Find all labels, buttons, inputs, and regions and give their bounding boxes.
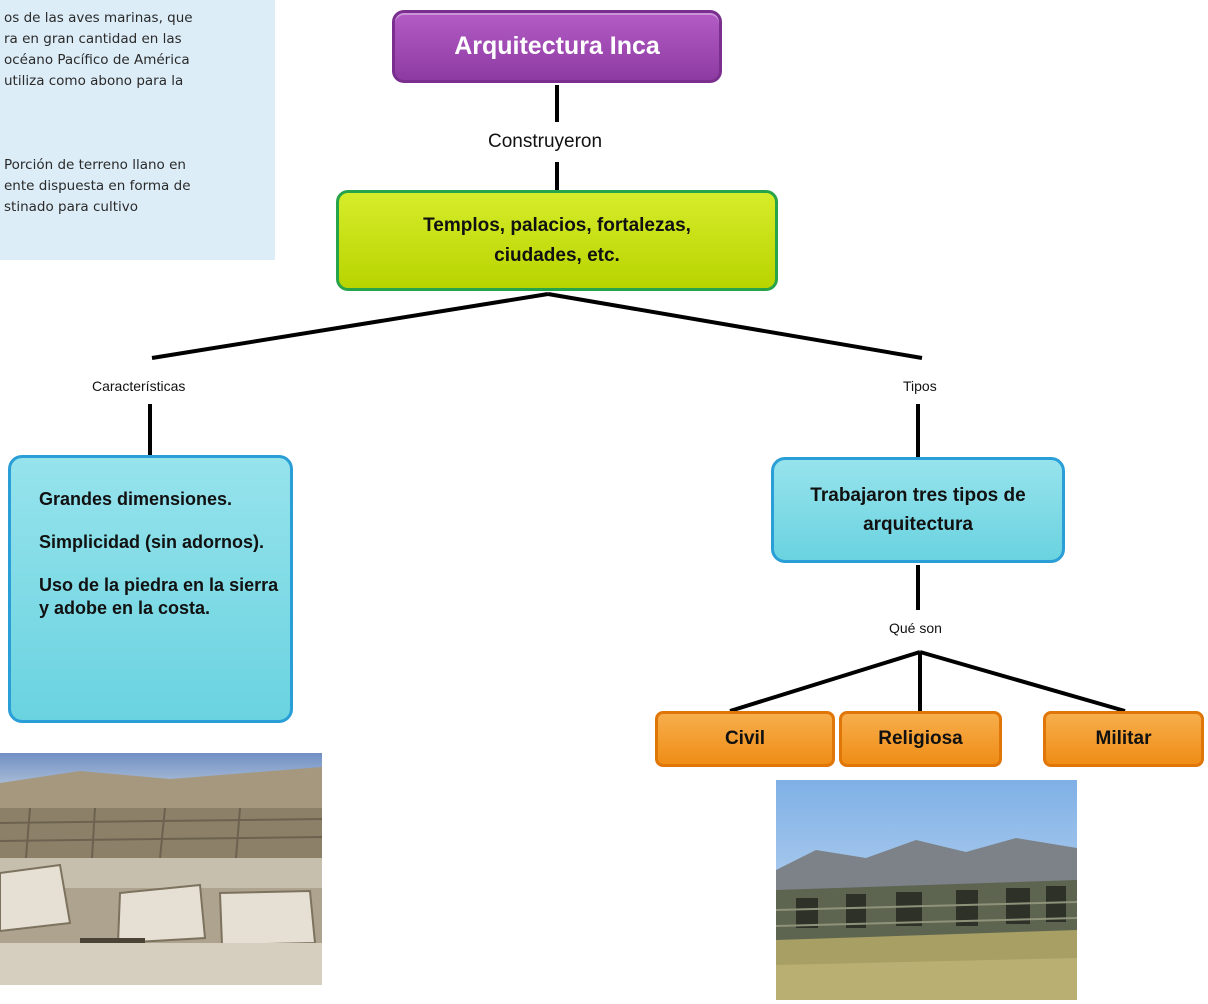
type-militar-box: Militar	[1043, 711, 1204, 767]
definition-line: os de las aves marinas, que	[4, 10, 193, 26]
guano-definition: os de las aves marinas, que ra en gran c…	[4, 8, 193, 92]
sacsayhuaman-photo	[776, 780, 1077, 1000]
connector-militar	[919, 650, 1126, 713]
connector-branch-left	[151, 292, 549, 360]
diagram-title: Arquitectura Inca	[392, 10, 722, 83]
que-son-label: Qué son	[889, 620, 942, 636]
characteristic-item: Grandes dimensiones.	[39, 489, 233, 509]
definition-line: océano Pacífico de América	[4, 52, 190, 68]
type-religiosa-box: Religiosa	[839, 711, 1002, 767]
definition-line: stinado para cultivo	[4, 199, 139, 215]
tipos-label: Tipos	[903, 378, 937, 394]
connector-branch-right	[547, 292, 923, 360]
type-civil-box: Civil	[655, 711, 835, 767]
definitions-panel: os de las aves marinas, que ra en gran c…	[0, 0, 275, 260]
definition-line: Porción de terreno llano en	[4, 157, 186, 173]
inca-stonework-photo	[0, 753, 322, 985]
connector-civil	[729, 650, 921, 713]
construyeron-label: Construyeron	[488, 131, 603, 152]
definition-line: ente dispuesta en forma de	[4, 178, 191, 194]
definition-line: utiliza como abono para la	[4, 73, 184, 89]
definition-line: ra en gran cantidad en las	[4, 31, 182, 47]
types-box: Trabajaron tres tipos de arquitectura	[771, 457, 1065, 563]
caracteristicas-label: Características	[92, 378, 186, 394]
andenes-definition: Porción de terreno llano en ente dispues…	[4, 155, 191, 218]
characteristic-item: Uso de la piedra en la sierra y adobe en…	[39, 575, 279, 618]
characteristic-item: Simplicidad (sin adornos).	[39, 532, 265, 552]
characteristics-box: Grandes dimensiones. Simplicidad (sin ad…	[8, 455, 293, 723]
built-structures-box: Templos, palacios, fortalezas, ciudades,…	[336, 190, 778, 291]
